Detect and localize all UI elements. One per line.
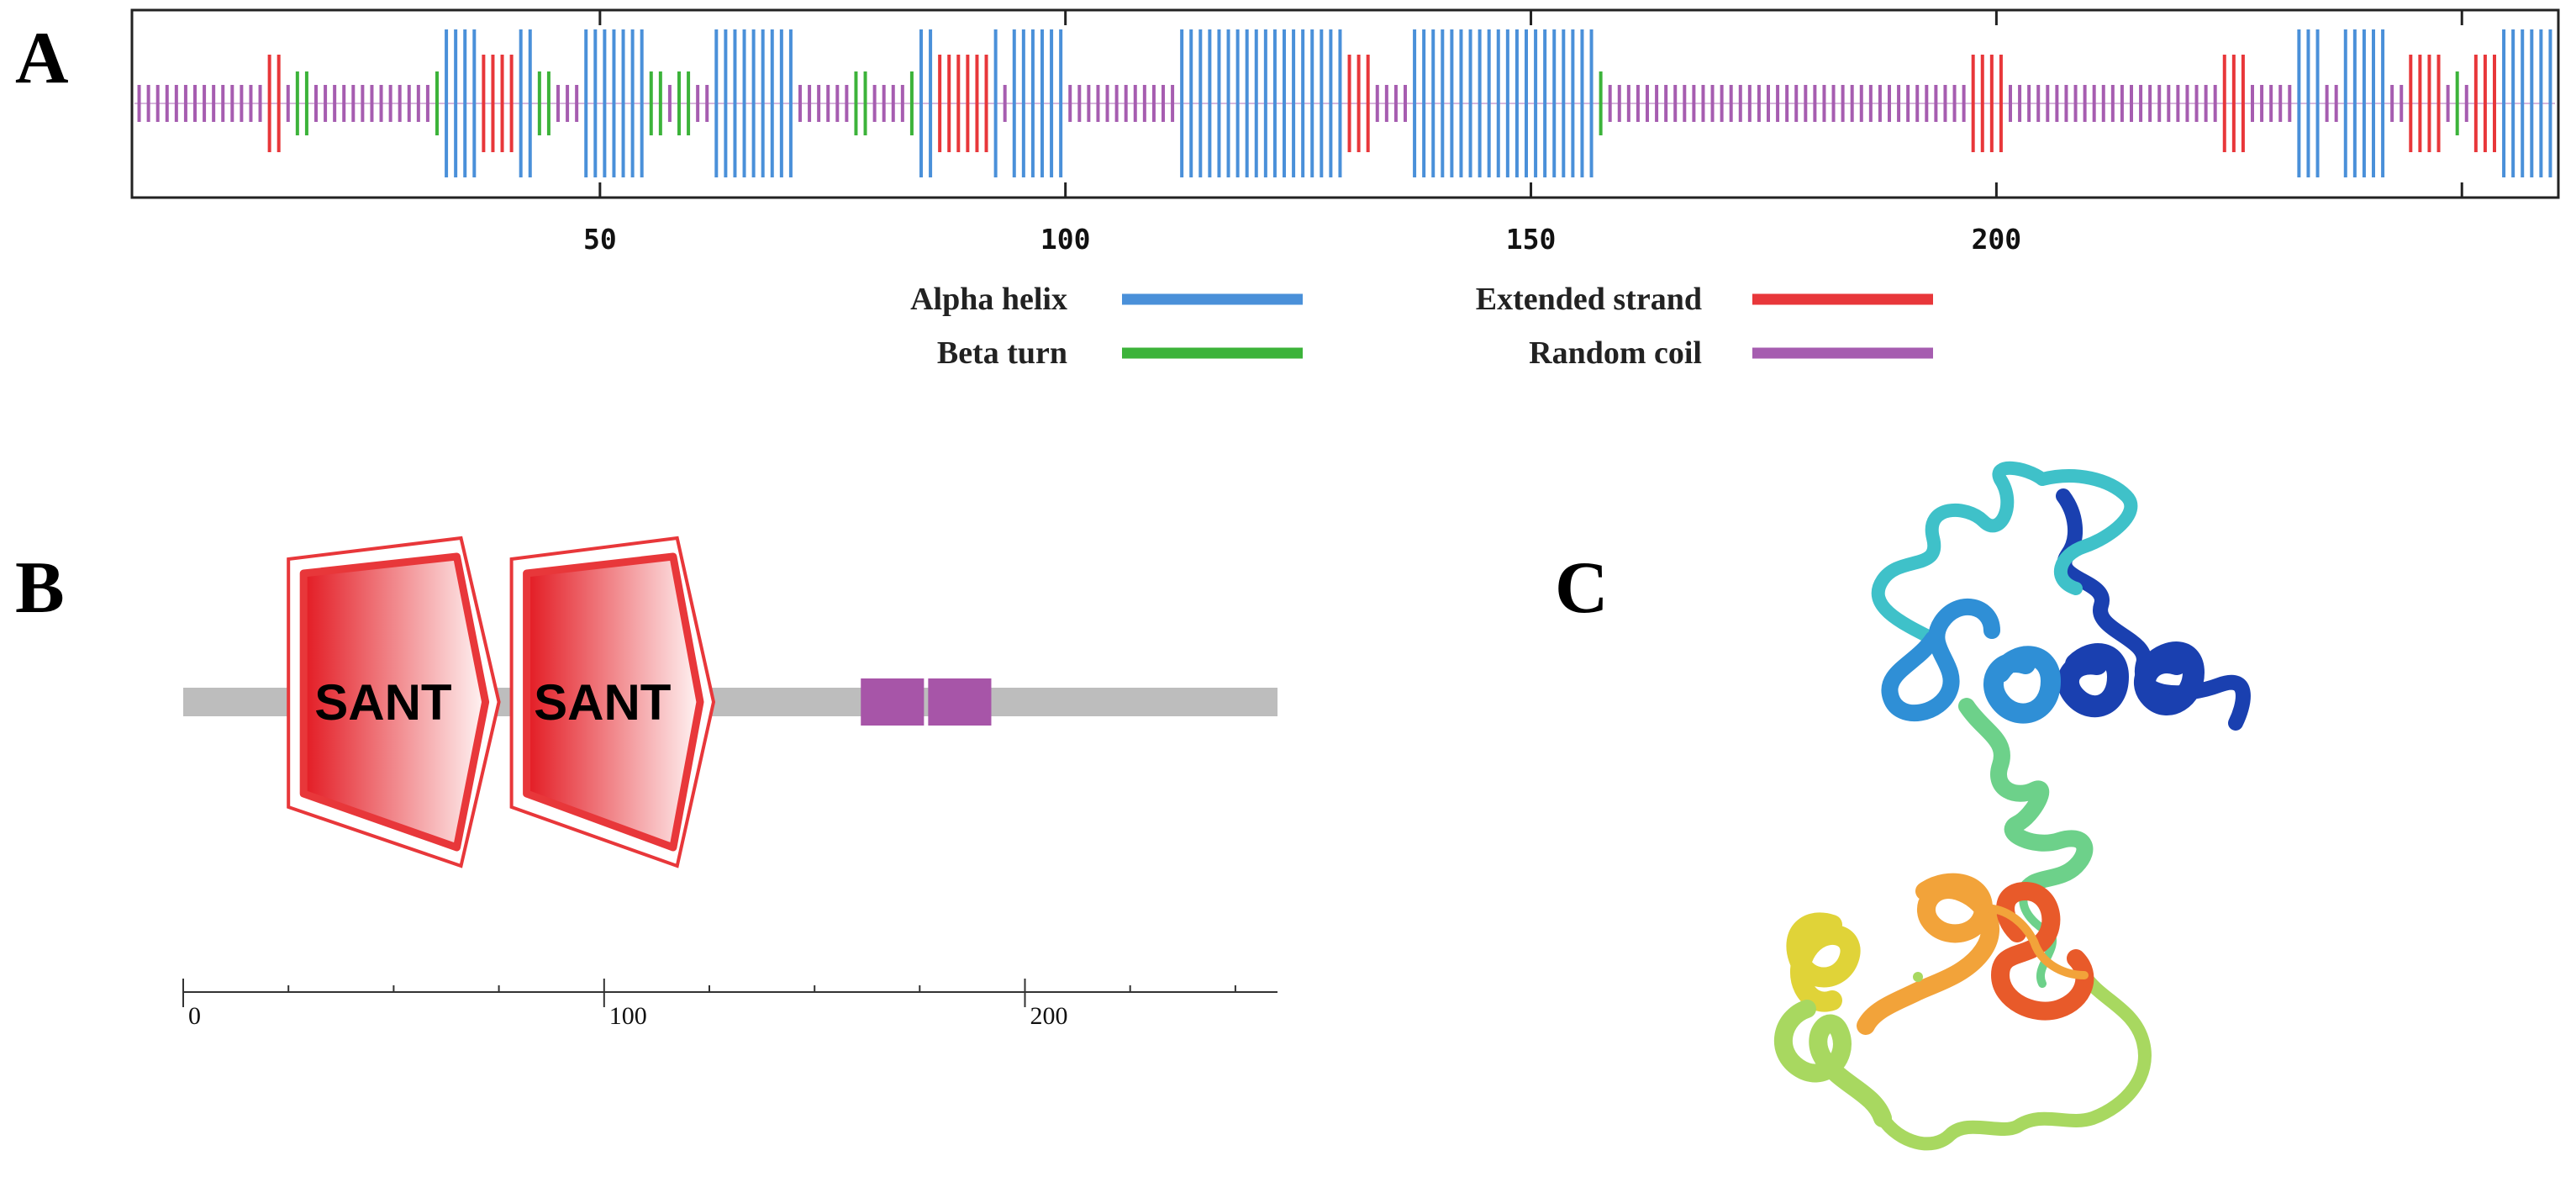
domain-shape [299, 552, 490, 852]
ribbon-helix-blue-2 [2057, 643, 2129, 718]
secondary-structure-panel: 50 100 150 200 Alpha helix Extended strandBe… [130, 8, 2560, 371]
axis-tick-label: 200 [1972, 223, 2022, 256]
axis-tick-label: 100 [609, 1002, 647, 1030]
ribbon-helix-lime [1774, 1000, 1892, 1127]
secondary-structure-axis: 50 100 150 200 [583, 10, 2463, 256]
domain-label: SANT [314, 674, 451, 731]
ribbon-loop-cyan-2 [1881, 599, 2000, 721]
ribbon-helix-blue-3 [1983, 646, 2061, 724]
domain-map-panel: SANT SANT 0 100 200 [182, 536, 1277, 1030]
ribbon-helix-orange [1857, 873, 2000, 1035]
motif-box [928, 678, 992, 726]
ribbon-loop-cyan-3 [2036, 469, 2138, 595]
axis-tick-label: 150 [1506, 223, 1557, 256]
ribbon-loop-green [1876, 969, 2152, 1151]
ligand-atom [1913, 972, 1923, 982]
legend-label: Extended strand [1476, 282, 1702, 317]
secondary-structure-bars [134, 29, 2555, 177]
panel-b-letter: B [15, 547, 65, 629]
axis-tick-label: 50 [583, 223, 617, 256]
secondary-structure-frame [130, 8, 2560, 199]
protein-3d-structure [1774, 461, 2251, 1151]
legend-label: Beta turn [937, 335, 1067, 371]
sant-domain: SANT [287, 536, 501, 868]
sant-domains: SANT SANT [287, 536, 716, 868]
ribbon-linker-helix [1958, 698, 2094, 900]
legend-label: Alpha helix [910, 282, 1067, 317]
axis-tick-label: 100 [1040, 223, 1091, 256]
domain-map-axis: 0 100 200 [182, 979, 1277, 1030]
panel-c-letter: C [1555, 547, 1609, 629]
domain-shape [523, 552, 704, 852]
ribbon-loop-cyan-1 [1871, 461, 2049, 646]
motif-box [861, 678, 925, 726]
ribbon-helix-yellow [1786, 912, 1861, 1012]
legend-label: Random coil [1529, 335, 1702, 371]
ribbon-helix-red [1991, 882, 2094, 1021]
ribbon-coil-orange [1979, 904, 2089, 979]
axis-tick-label: 200 [1030, 1002, 1068, 1030]
sant-domain: SANT [509, 536, 716, 868]
domain-label: SANT [534, 674, 671, 731]
domain-boxes [861, 678, 992, 726]
axis-tick-label: 0 [188, 1002, 201, 1030]
ribbon-helix-blue-1 [2134, 641, 2205, 715]
panel-a-letter: A [15, 18, 69, 99]
